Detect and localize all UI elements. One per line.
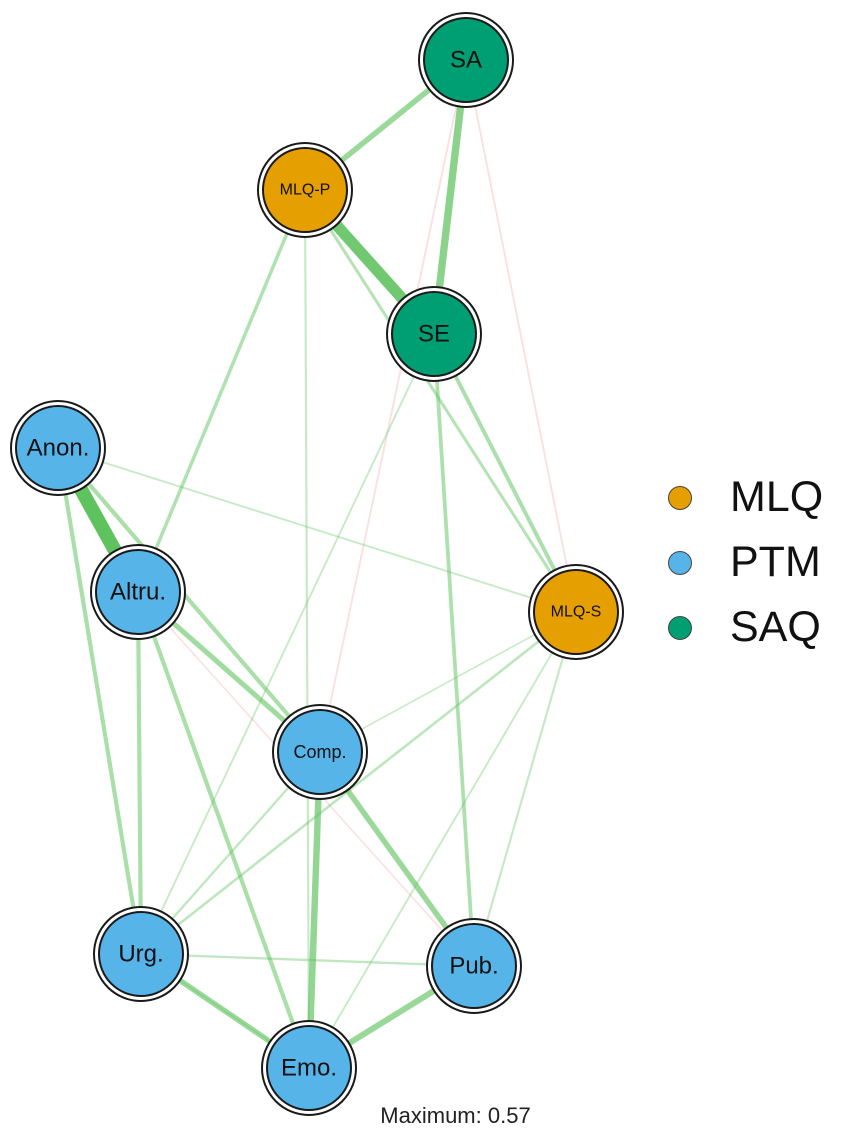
edge-se-mlqs — [432, 332, 578, 614]
edge-mlqs-urg — [139, 610, 578, 956]
edge-anon-comp — [55, 445, 323, 755]
node-comp: Comp. — [272, 704, 368, 800]
node-label-pub: Pub. — [449, 953, 498, 980]
edge-altru-urg — [135, 589, 144, 957]
node-fill-emo — [266, 1025, 352, 1111]
node-label-mlqp: MLQ-P — [280, 182, 331, 199]
legend-label-saq: SAQ — [730, 603, 821, 651]
edge-urg-pub — [139, 952, 476, 968]
node-se: SE — [386, 286, 482, 382]
legend-swatch-mlq — [668, 486, 692, 510]
edge-mlqs-emo — [308, 611, 577, 1069]
legend-swatch-ptm — [668, 551, 692, 575]
node-fill-sa — [423, 17, 509, 103]
node-fill-mlqp — [262, 147, 348, 233]
node-label-sa: SA — [450, 47, 482, 74]
edge-anon-urg — [55, 445, 144, 957]
node-fill-pub — [431, 923, 517, 1009]
node-mlqp: MLQ-P — [257, 142, 353, 238]
node-label-altru: Altru. — [110, 579, 166, 606]
node-label-se: SE — [418, 321, 450, 348]
edge-mlqp-mlqs — [303, 188, 578, 614]
edge-altru-emo — [135, 589, 312, 1071]
node-urg: Urg. — [93, 906, 189, 1002]
maximum-label: Maximum: 0.57 — [380, 1103, 531, 1128]
node-sa: SA — [418, 12, 514, 108]
edge-sa-comp — [319, 59, 467, 753]
node-label-urg: Urg. — [118, 941, 163, 968]
node-emo: Emo. — [261, 1020, 357, 1116]
legend-item-saq: SAQ — [668, 600, 848, 665]
node-fill-anon — [15, 405, 101, 491]
node-pub: Pub. — [426, 918, 522, 1014]
edge-sa-mlqs — [465, 59, 577, 613]
node-label-mlqs: MLQ-S — [551, 604, 602, 621]
legend-swatch-saq — [668, 616, 692, 640]
edge-mlqp-emo — [303, 188, 311, 1070]
legend: MLQ PTM SAQ — [668, 470, 848, 665]
node-label-emo: Emo. — [281, 1055, 337, 1082]
node-altru: Altru. — [90, 544, 186, 640]
legend-item-mlq: MLQ — [668, 470, 848, 535]
legend-label-ptm: PTM — [730, 538, 821, 586]
legend-label-mlq: MLQ — [730, 473, 824, 521]
node-label-comp: Comp. — [293, 742, 346, 762]
edge-se-urg — [140, 333, 435, 955]
node-fill-se — [391, 291, 477, 377]
legend-item-ptm: PTM — [668, 535, 848, 600]
node-fill-mlqs — [533, 569, 619, 655]
node-anon: Anon. — [10, 400, 106, 496]
nodes-layer: SA MLQ-P SE Anon. Altru. MLQ-S Comp. Urg. Pub. Em… — [10, 12, 624, 1116]
edge-mlqs-pub — [472, 610, 578, 968]
edge-se-pub — [432, 332, 476, 968]
edge-mlqp-altru — [136, 188, 307, 594]
edge-comp-emo — [305, 748, 324, 1072]
node-mlqs: MLQ-S — [528, 564, 624, 660]
edge-comp-mlqs — [319, 611, 577, 753]
node-fill-comp — [277, 709, 363, 795]
node-fill-altru — [95, 549, 181, 635]
node-label-anon: Anon. — [27, 435, 90, 462]
node-fill-urg — [98, 911, 184, 997]
edge-anon-mlqs — [57, 447, 577, 613]
